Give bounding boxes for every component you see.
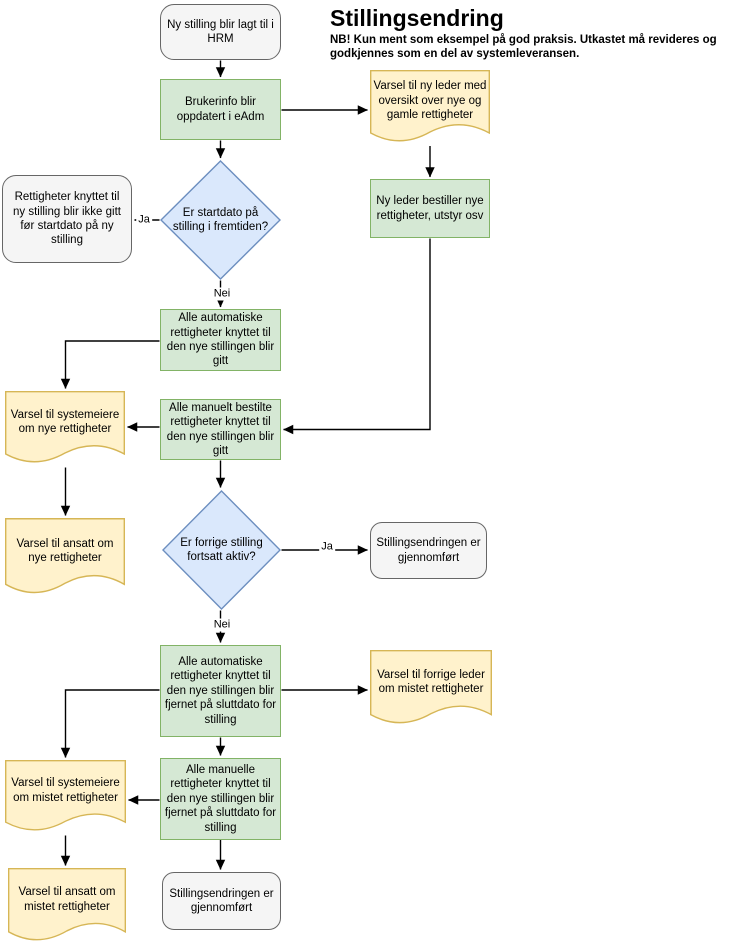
node-label: Stillingsendringen er gjennomført: [169, 887, 274, 914]
node-label: Varsel til ny leder med oversikt over ny…: [373, 80, 487, 122]
note-line-2: godkjennes som en del av systemleveranse…: [330, 47, 580, 60]
terminator-start: Ny stilling blir lagt til i HRM: [160, 4, 281, 60]
diamond-shape: [162, 490, 281, 610]
document-shape: [8, 868, 126, 941]
node-label: Varsel til forrige leder om mistet retti…: [377, 668, 485, 695]
decision-startdato: Er startdato på stilling i fremtiden?: [160, 160, 281, 280]
node-label: Ny leder bestiller nye rettigheter, utst…: [376, 195, 484, 222]
edge-label-ja-1: Ja: [136, 213, 152, 227]
edge-label-nei-2: Nei: [211, 618, 233, 632]
document-shape: [5, 760, 126, 831]
edge-bestiller-to-manuelt-gitt: [283, 238, 431, 435]
node-label: Alle manuelt bestilte rettigheter knytte…: [166, 401, 275, 457]
process-auto-fjernet: Alle automatiske rettigheter knyttet til…: [160, 645, 281, 737]
node-label: Alle automatiske rettigheter knyttet til…: [166, 312, 275, 368]
edge-label-nei-1: Nei: [211, 287, 233, 301]
document-shape: [5, 391, 125, 463]
edge-auto-fjernet-to-varsel-systemeiere-mistet: [60, 689, 160, 758]
process-manuelle-fjernet: Alle manuelle rettigheter knyttet til de…: [160, 758, 281, 840]
terminator-gjennomfort-1: Stillingsendringen er gjennomført: [370, 522, 487, 579]
document-varsel-ny-leder: Varsel til ny leder med oversikt over ny…: [370, 70, 490, 146]
node-label: Er forrige stilling fortsatt aktiv?: [180, 536, 263, 563]
document-varsel-systemeiere-nye: Varsel til systemeiere om nye rettighete…: [5, 391, 125, 467]
process-auto-gitt: Alle automatiske rettigheter knyttet til…: [160, 309, 281, 371]
node-label: Alle automatiske rettigheter knyttet til…: [164, 655, 277, 726]
note-line-1: NB! Kun ment som eksempel på god praksis…: [330, 34, 717, 47]
diamond-shape: [160, 160, 281, 280]
terminator-rettigheter-ikke-gitt: Rettigheter knyttet til ny stilling blir…: [2, 175, 132, 263]
process-manuelt-gitt: Alle manuelt bestilte rettigheter knytte…: [160, 399, 281, 460]
node-label: Er startdato på stilling i fremtiden?: [172, 206, 269, 233]
document-varsel-forrige-leder: Varsel til forrige leder om mistet retti…: [370, 650, 492, 728]
process-brukerinfo: Brukerinfo blir oppdatert i eAdm: [160, 79, 281, 140]
edge-label-ja-2: Ja: [319, 540, 335, 554]
node-label: Alle manuelle rettigheter knyttet til de…: [164, 763, 277, 834]
edge-auto-gitt-to-varsel-systemeiere: [60, 340, 160, 389]
document-shape: [370, 650, 492, 724]
node-label: Varsel til ansatt om mistet rettigheter: [18, 886, 116, 913]
node-label: Ny stilling blir lagt til i HRM: [167, 18, 274, 45]
document-varsel-ansatt-mistet: Varsel til ansatt om mistet rettigheter: [8, 868, 126, 945]
title-block: Stillingsendring NB! Kun ment som eksemp…: [330, 5, 744, 61]
node-label: Varsel til systemeiere om mistet rettigh…: [11, 777, 120, 804]
document-shape: [370, 70, 490, 142]
node-label: Stillingsendringen er gjennomført: [376, 537, 481, 564]
node-label: Brukerinfo blir oppdatert i eAdm: [176, 96, 265, 123]
document-varsel-systemeiere-mistet: Varsel til systemeiere om mistet rettigh…: [5, 760, 126, 835]
process-ny-leder-bestiller: Ny leder bestiller nye rettigheter, utst…: [370, 179, 490, 238]
node-label: Rettigheter knyttet til ny stilling blir…: [12, 191, 121, 247]
terminator-gjennomfort-2: Stillingsendringen er gjennomført: [162, 872, 281, 930]
node-label: Varsel til systemeiere om nye rettighete…: [10, 408, 120, 435]
page-title: Stillingsendring: [330, 5, 504, 31]
decision-forrige-stilling: Er forrige stilling fortsatt aktiv?: [162, 490, 281, 610]
node-label: Varsel til ansatt om nye rettigheter: [16, 537, 114, 564]
document-shape: [5, 518, 125, 594]
document-varsel-ansatt-nye: Varsel til ansatt om nye rettigheter: [5, 518, 125, 598]
